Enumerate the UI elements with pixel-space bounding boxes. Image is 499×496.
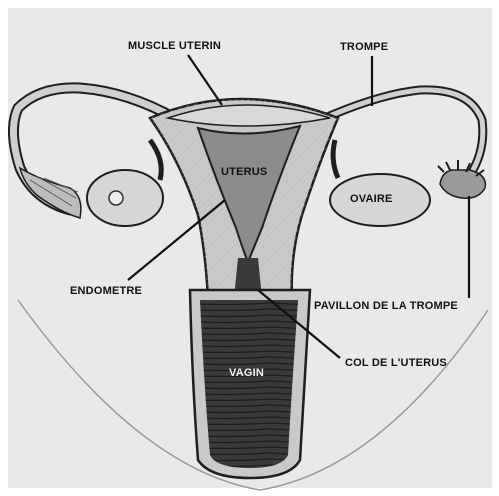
left-ovary-follicle (109, 191, 123, 205)
label-muscle-uterin: MUSCLE UTERIN (128, 40, 221, 52)
label-pavillon: PAVILLON DE LA TROMPE (314, 300, 458, 312)
label-col: COL DE L'UTERUS (345, 357, 447, 369)
label-uterus: UTERUS (221, 166, 267, 178)
label-endometre: ENDOMETRE (70, 285, 142, 297)
label-trompe: TROMPE (340, 41, 388, 53)
label-ovaire: OVAIRE (350, 193, 393, 205)
left-ovary (87, 170, 163, 226)
label-vagin: VAGIN (229, 367, 264, 379)
